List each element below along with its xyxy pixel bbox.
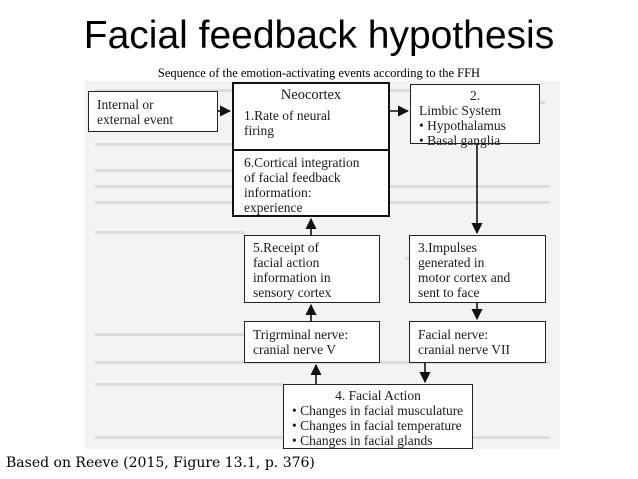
limbic-item: Basal ganglia: [419, 133, 531, 148]
step6-text: 6.Cortical integration of facial feedbac…: [244, 155, 360, 215]
facial-action-box: 4. Facial Action Changes in facial muscu…: [283, 384, 473, 449]
facial-nerve-box: Facial nerve: cranial nerve VII: [409, 321, 546, 363]
diagram-subtitle: Sequence of the emotion-activating event…: [157, 66, 481, 80]
step1-text: 1.Rate of neural firing: [244, 108, 331, 138]
facial-action-item: Changes in facial temperature: [292, 418, 464, 433]
limbic-system-box: 2. Limbic System Hypothalamus Basal gang…: [410, 84, 540, 148]
impulses-box: 3.Impulses generated in motor cortex and…: [409, 235, 546, 303]
facial-action-list: Changes in facial musculature Changes in…: [292, 403, 464, 448]
limbic-list: Hypothalamus Basal ganglia: [419, 118, 531, 148]
event-box: Internal or external event: [88, 91, 218, 132]
neocortex-top-section: Neocortex 1.Rate of neural firing: [234, 84, 388, 151]
receipt-box: 5.Receipt of facial action information i…: [244, 235, 380, 303]
facial-action-item: Changes in facial musculature: [292, 403, 464, 418]
facial-nerve-text: Facial nerve: cranial nerve VII: [418, 327, 510, 357]
neocortex-box: Neocortex 1.Rate of neural firing 6.Cort…: [232, 82, 390, 217]
neocortex-heading: Neocortex: [280, 87, 342, 103]
event-text: Internal or external event: [97, 97, 174, 127]
step5-text: 5.Receipt of facial action information i…: [253, 240, 332, 300]
trigeminal-nerve-box: Trigrminal nerve: cranial nerve V: [244, 321, 380, 363]
limbic-heading: Limbic System: [419, 103, 502, 118]
facial-action-heading: 4. Facial Action: [335, 388, 421, 403]
limbic-item: Hypothalamus: [419, 118, 531, 133]
limbic-step-number: 2.: [469, 88, 481, 103]
neocortex-bottom-section: 6.Cortical integration of facial feedbac…: [234, 151, 388, 219]
step3-text: 3.Impulses generated in motor cortex and…: [418, 240, 511, 300]
facial-action-item: Changes in facial glands: [292, 433, 464, 448]
slide-title: Facial feedback hypothesis: [83, 14, 555, 57]
trigeminal-text: Trigrminal nerve: cranial nerve V: [253, 327, 349, 357]
source-credit: Based on Reeve (2015, Figure 13.1, p. 37…: [6, 455, 315, 471]
